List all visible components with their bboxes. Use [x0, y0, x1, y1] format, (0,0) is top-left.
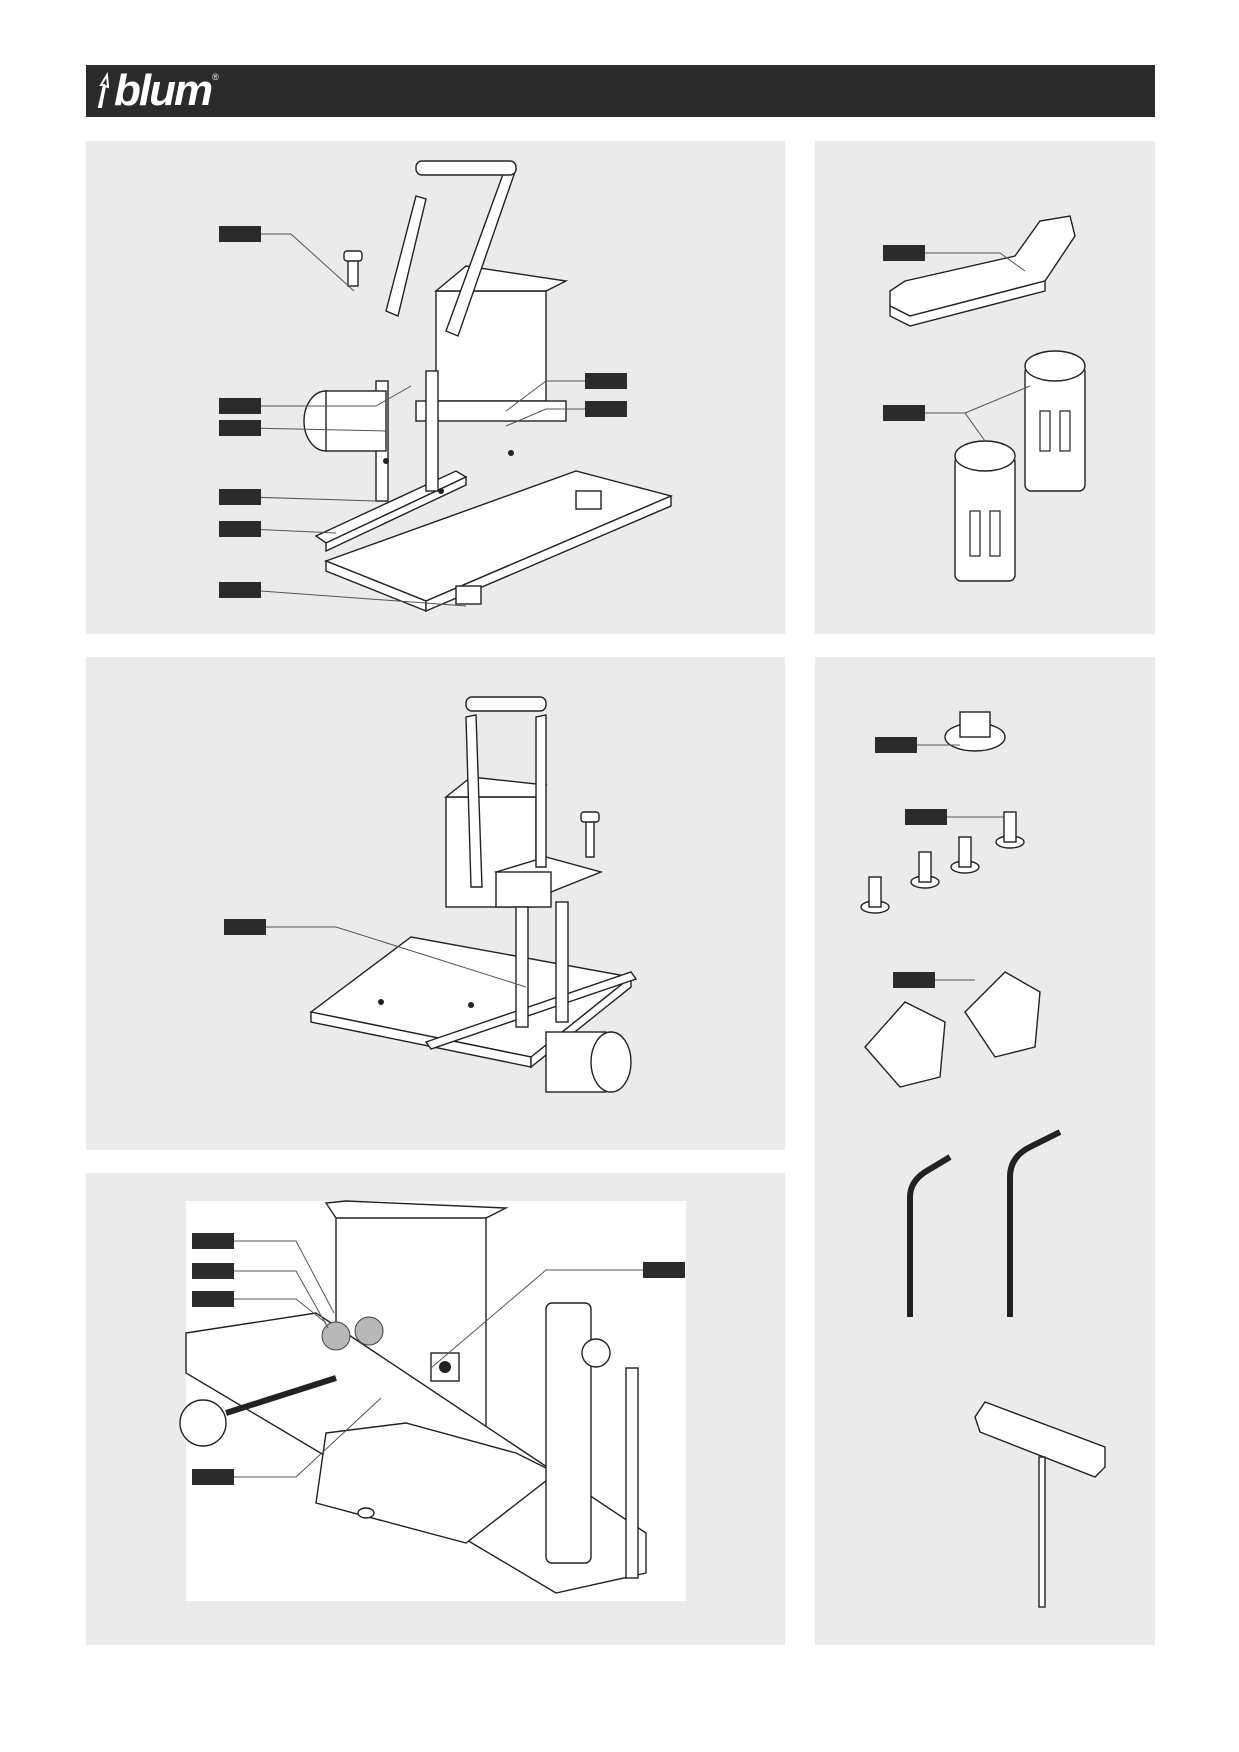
- blum-arrow-icon: [97, 71, 110, 108]
- callout-label: [585, 373, 627, 389]
- machine-front-illustration: [247, 160, 674, 613]
- parts-and-tools-illustration: [860, 711, 1106, 1608]
- registered-mark: ®: [212, 72, 219, 82]
- panel-accessory-parts: [815, 657, 1155, 1645]
- panel-machine-front: [86, 141, 785, 634]
- callout-label: [883, 405, 925, 421]
- callout-label: [875, 737, 917, 753]
- callout-label: [192, 1263, 234, 1279]
- callout-label: [219, 582, 261, 598]
- callout-label: [643, 1262, 685, 1278]
- machine-rear-illustration: [247, 696, 638, 1093]
- callout-label: [192, 1233, 234, 1249]
- panel-accessory-bridge: [815, 141, 1155, 634]
- callout-label: [883, 245, 925, 261]
- machine-detail-illustration: [179, 1200, 686, 1601]
- header-bar: blum ®: [86, 65, 1155, 117]
- callout-label: [219, 398, 261, 414]
- callout-label: [219, 521, 261, 537]
- callout-label: [224, 919, 266, 935]
- callout-label: [219, 420, 261, 436]
- callout-label: [905, 809, 947, 825]
- panel-machine-rear: [86, 657, 785, 1150]
- callout-label: [893, 972, 935, 988]
- bridge-and-sleeves-illustration: [889, 215, 1086, 582]
- panel-machine-detail: [86, 1173, 785, 1645]
- callout-label: [219, 226, 261, 242]
- callout-label: [219, 489, 261, 505]
- brand-logo: blum ®: [94, 67, 219, 115]
- callout-label: [192, 1291, 234, 1307]
- brand-name: blum: [114, 66, 213, 115]
- callout-label: [585, 401, 627, 417]
- callout-label: [192, 1469, 234, 1485]
